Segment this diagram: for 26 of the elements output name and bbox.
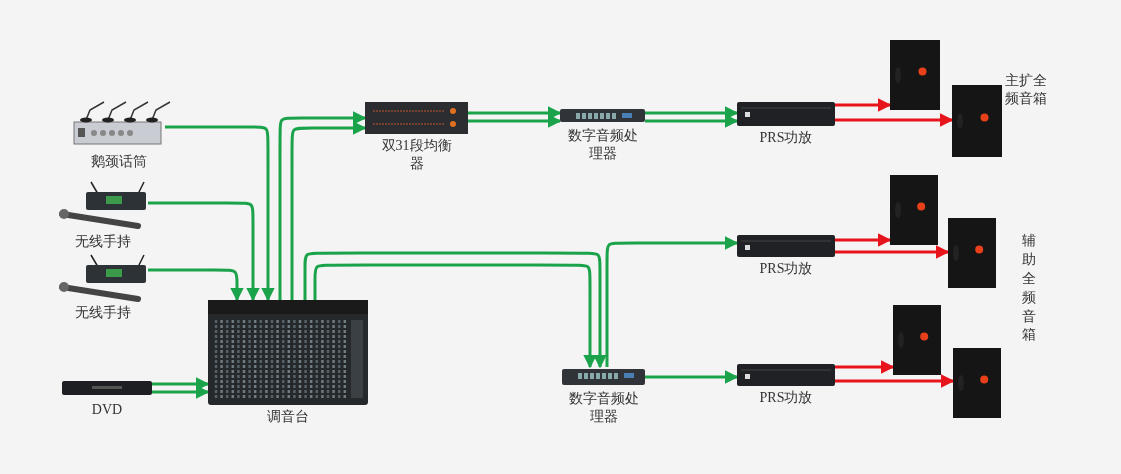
- arrow: [303, 251, 607, 369]
- arrow: [150, 377, 210, 391]
- device-label: PRS功放: [759, 389, 813, 407]
- device-label: 数字音频处理器: [567, 390, 640, 425]
- arrow: [150, 385, 210, 399]
- group-label: 主扩全频音箱: [1005, 72, 1048, 107]
- device-label: 调音台: [267, 408, 309, 426]
- group-label: 辅助全频音箱: [1022, 232, 1036, 345]
- device-label: 无线手持: [75, 304, 131, 322]
- arrow: [278, 111, 367, 302]
- arrow: [643, 114, 739, 128]
- device-label: 双31段均衡器: [380, 137, 453, 172]
- arrow: [605, 236, 739, 369]
- arrow: [146, 268, 244, 302]
- device-label: 鹅颈话筒: [90, 153, 147, 171]
- device-label: 数字音频处理器: [566, 127, 639, 162]
- device-label: PRS功放: [759, 260, 813, 278]
- device-label: DVD: [91, 401, 123, 419]
- device-label: PRS功放: [759, 129, 813, 147]
- arrow: [290, 121, 367, 302]
- arrow: [313, 263, 597, 369]
- arrow: [146, 201, 260, 302]
- arrow: [643, 106, 739, 120]
- arrow: [643, 370, 739, 384]
- arrow: [163, 125, 275, 302]
- device-label: 无线手持: [75, 233, 131, 251]
